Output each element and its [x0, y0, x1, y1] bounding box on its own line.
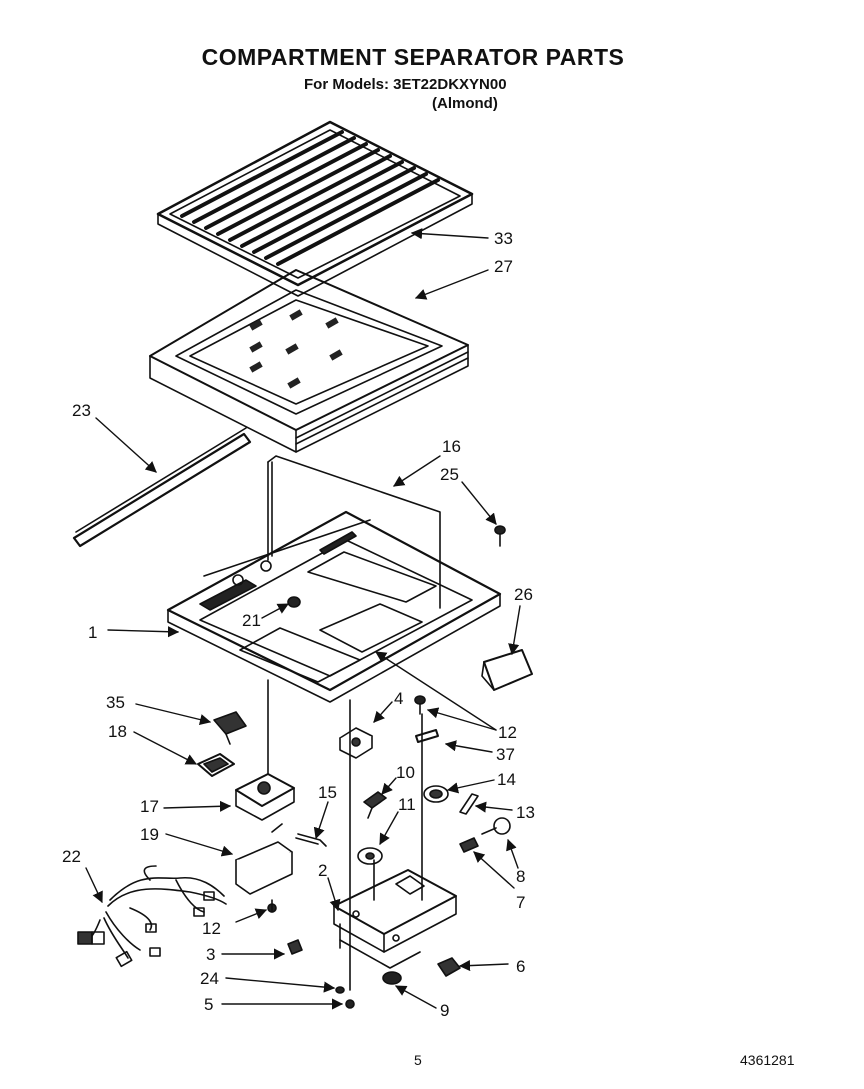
screw-part-12-upper — [414, 695, 426, 715]
callout-number: 35 — [106, 693, 125, 712]
page-number: 5 — [414, 1052, 422, 1068]
callout-number: 21 — [242, 611, 261, 630]
bracket-part-26 — [481, 649, 533, 691]
callout-number: 3 — [206, 945, 215, 964]
callout-number: 1 — [88, 623, 97, 642]
callout-number: 10 — [396, 763, 415, 782]
part-9 — [382, 971, 402, 985]
callout-number: 33 — [494, 229, 513, 248]
callout-number: 8 — [516, 867, 525, 886]
part-13 — [459, 793, 479, 815]
trim-strip-part-23 — [72, 427, 252, 548]
part-10 — [363, 791, 387, 819]
heater-wire-part-16 — [267, 455, 441, 609]
screw-part-21 — [287, 596, 301, 608]
callout-number: 9 — [440, 1001, 449, 1020]
grille-shelf-part-33 — [156, 120, 474, 297]
screw-part-12-lower — [267, 899, 277, 913]
cover-part-18 — [197, 753, 235, 777]
page-title: COMPARTMENT SEPARATOR PARTS — [201, 44, 625, 70]
screw-part-25 — [494, 525, 506, 547]
screw-part-5 — [345, 999, 355, 1009]
callout-number: 16 — [442, 437, 461, 456]
mounting-bracket-part-2 — [333, 699, 457, 991]
document-number: 4361281 — [740, 1052, 795, 1068]
callout-number: 27 — [494, 257, 513, 276]
callout-number: 23 — [72, 401, 91, 420]
bracket-part-19 — [235, 823, 293, 895]
part-7 — [459, 837, 479, 853]
callout-number: 26 — [514, 585, 533, 604]
wire-harness-part-22 — [77, 865, 227, 968]
callout-number: 13 — [516, 803, 535, 822]
part-4 — [339, 727, 373, 759]
models-line: For Models: 3ET22DKXYN00 — [304, 76, 507, 93]
callout-number: 12 — [202, 919, 221, 938]
callout-number: 17 — [140, 797, 159, 816]
callout-number: 19 — [140, 825, 159, 844]
callout-number: 24 — [200, 969, 219, 988]
callout-number: 22 — [62, 847, 81, 866]
callout-number: 5 — [204, 995, 213, 1014]
separator-tray-part-1 — [166, 510, 502, 703]
leader-lines — [85, 228, 521, 1010]
callout-number: 6 — [516, 957, 525, 976]
color-line: (Almond) — [432, 95, 498, 112]
callout-number: 7 — [516, 893, 525, 912]
part-3 — [287, 939, 303, 955]
callout-number: 14 — [497, 770, 516, 789]
callout-number: 15 — [318, 783, 337, 802]
part-37 — [415, 729, 439, 743]
callout-number: 12 — [498, 723, 517, 742]
part-11 — [357, 847, 383, 865]
callout-number: 4 — [394, 689, 403, 708]
callout-number: 2 — [318, 861, 327, 880]
part-6 — [437, 957, 461, 977]
clip-part-35 — [213, 711, 247, 745]
part-8 — [481, 817, 511, 835]
callout-number: 18 — [108, 722, 127, 741]
screw-part-24 — [335, 986, 345, 994]
callout-number: 11 — [398, 795, 416, 814]
callout-number: 37 — [496, 745, 515, 764]
callout-number: 25 — [440, 465, 459, 484]
callout-labels: 3327231625261214123735181714131510118197… — [62, 229, 535, 1020]
part-14 — [423, 785, 449, 803]
separator-cover-part-27 — [149, 269, 469, 453]
thermostat-part-17 — [235, 679, 295, 821]
part-15 — [295, 833, 327, 847]
